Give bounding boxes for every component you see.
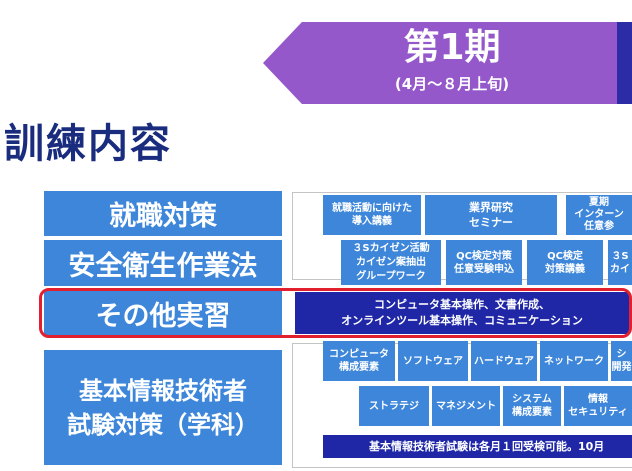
item-network: ネットワーク xyxy=(540,341,608,381)
item-qc-exam-apply: QC検定対策任意受験申込 xyxy=(446,240,522,285)
item-line: コンピュータ基本操作、文書作成、 xyxy=(374,298,550,311)
next-period-arrow xyxy=(612,22,632,104)
item-label: ストラテジ xyxy=(369,400,419,412)
item-strategy: ストラテジ xyxy=(359,386,429,426)
item-line: コンピュータ xyxy=(329,349,389,360)
item-line: 就職活動に向けた xyxy=(332,203,412,214)
category-label-line2: 試験対策（学科） xyxy=(67,410,259,439)
item-qc-lecture: QC検定対策講義 xyxy=(527,240,603,285)
period-title: 第1期 xyxy=(403,27,501,68)
item-line: オンラインツール基本操作、コミュニケーション xyxy=(341,314,583,327)
item-summer-internship: 夏期インターン任意参 xyxy=(566,195,632,235)
category-label: その他実習 xyxy=(95,300,231,332)
item-line: 業界研究 xyxy=(469,201,513,214)
page-title: 訓練内容 xyxy=(4,121,172,167)
item-label: 基本情報技術者試験は各月１回受検可能。10月 xyxy=(369,440,605,453)
item-3s-kaizen: ３Sカイゼン活動カイゼン案抽出グループワーク xyxy=(341,240,441,285)
category-job-support: 就職対策 xyxy=(44,191,282,236)
item-line: 構成要素 xyxy=(512,407,552,418)
item-label: マネジメント xyxy=(436,400,496,412)
item-line: グループワーク xyxy=(356,270,426,282)
period-subtitle: (4月～８月上旬) xyxy=(394,75,510,93)
category-label-line1: 基本情報技術者 xyxy=(79,376,247,405)
item-software: ソフトウェア xyxy=(398,341,468,381)
item-management: マネジメント xyxy=(432,386,500,426)
item-hardware: ハードウェア xyxy=(471,341,537,381)
item-system-dev-cut: シ開発 xyxy=(611,341,632,381)
item-line: 構成要素 xyxy=(339,362,379,373)
item-line: ３S xyxy=(611,250,629,262)
item-line: 開発 xyxy=(611,362,632,373)
category-label: 安全衛生作業法 xyxy=(68,250,258,282)
item-line: カイ xyxy=(610,263,630,275)
category-label: 就職対策 xyxy=(109,201,217,232)
item-line: ３Sカイゼン活動 xyxy=(352,242,430,254)
item-computer-components: コンピュータ構成要素 xyxy=(323,341,395,381)
item-line: シ xyxy=(616,349,627,360)
category-other-practice: その他実習 xyxy=(44,290,282,336)
item-line: 導入講義 xyxy=(352,216,392,227)
item-line: セミナー xyxy=(469,216,513,229)
item-line: QC検定対策 xyxy=(456,250,512,262)
item-job-intro-lecture: 就職活動に向けた導入講義 xyxy=(323,195,421,235)
item-line: 任意参 xyxy=(584,221,614,232)
item-line: カイゼン案抽出 xyxy=(355,256,426,268)
item-industry-seminar: 業界研究セミナー xyxy=(425,195,557,235)
item-label: ハードウェア xyxy=(474,355,534,367)
item-line: インターン xyxy=(574,209,624,220)
item-line: 対策講義 xyxy=(545,263,585,275)
item-system-components: システム構成要素 xyxy=(503,386,561,426)
item-exam-note: 基本情報技術者試験は各月１回受検可能。10月 xyxy=(323,435,632,458)
item-line: 夏期 xyxy=(589,197,609,208)
item-line: 情報 xyxy=(588,394,608,405)
item-computer-basics: コンピュータ基本操作、文書作成、オンラインツール基本操作、コミュニケーション xyxy=(295,292,629,334)
highlight-outline xyxy=(39,288,632,338)
category-safety: 安全衛生作業法 xyxy=(44,240,282,286)
item-line: システム xyxy=(512,394,552,405)
item-label: ネットワーク xyxy=(544,355,604,367)
category-exam-prep: 基本情報技術者 試験対策（学科） xyxy=(44,350,282,465)
item-line: QC検定 xyxy=(547,250,583,262)
item-info-security: 情報セキュリティ xyxy=(564,386,632,426)
item-line: 任意受験申込 xyxy=(454,263,514,275)
item-line: セキュリティ xyxy=(568,407,628,418)
period-arrow-banner xyxy=(263,22,617,104)
item-label: ソフトウェア xyxy=(403,355,463,367)
